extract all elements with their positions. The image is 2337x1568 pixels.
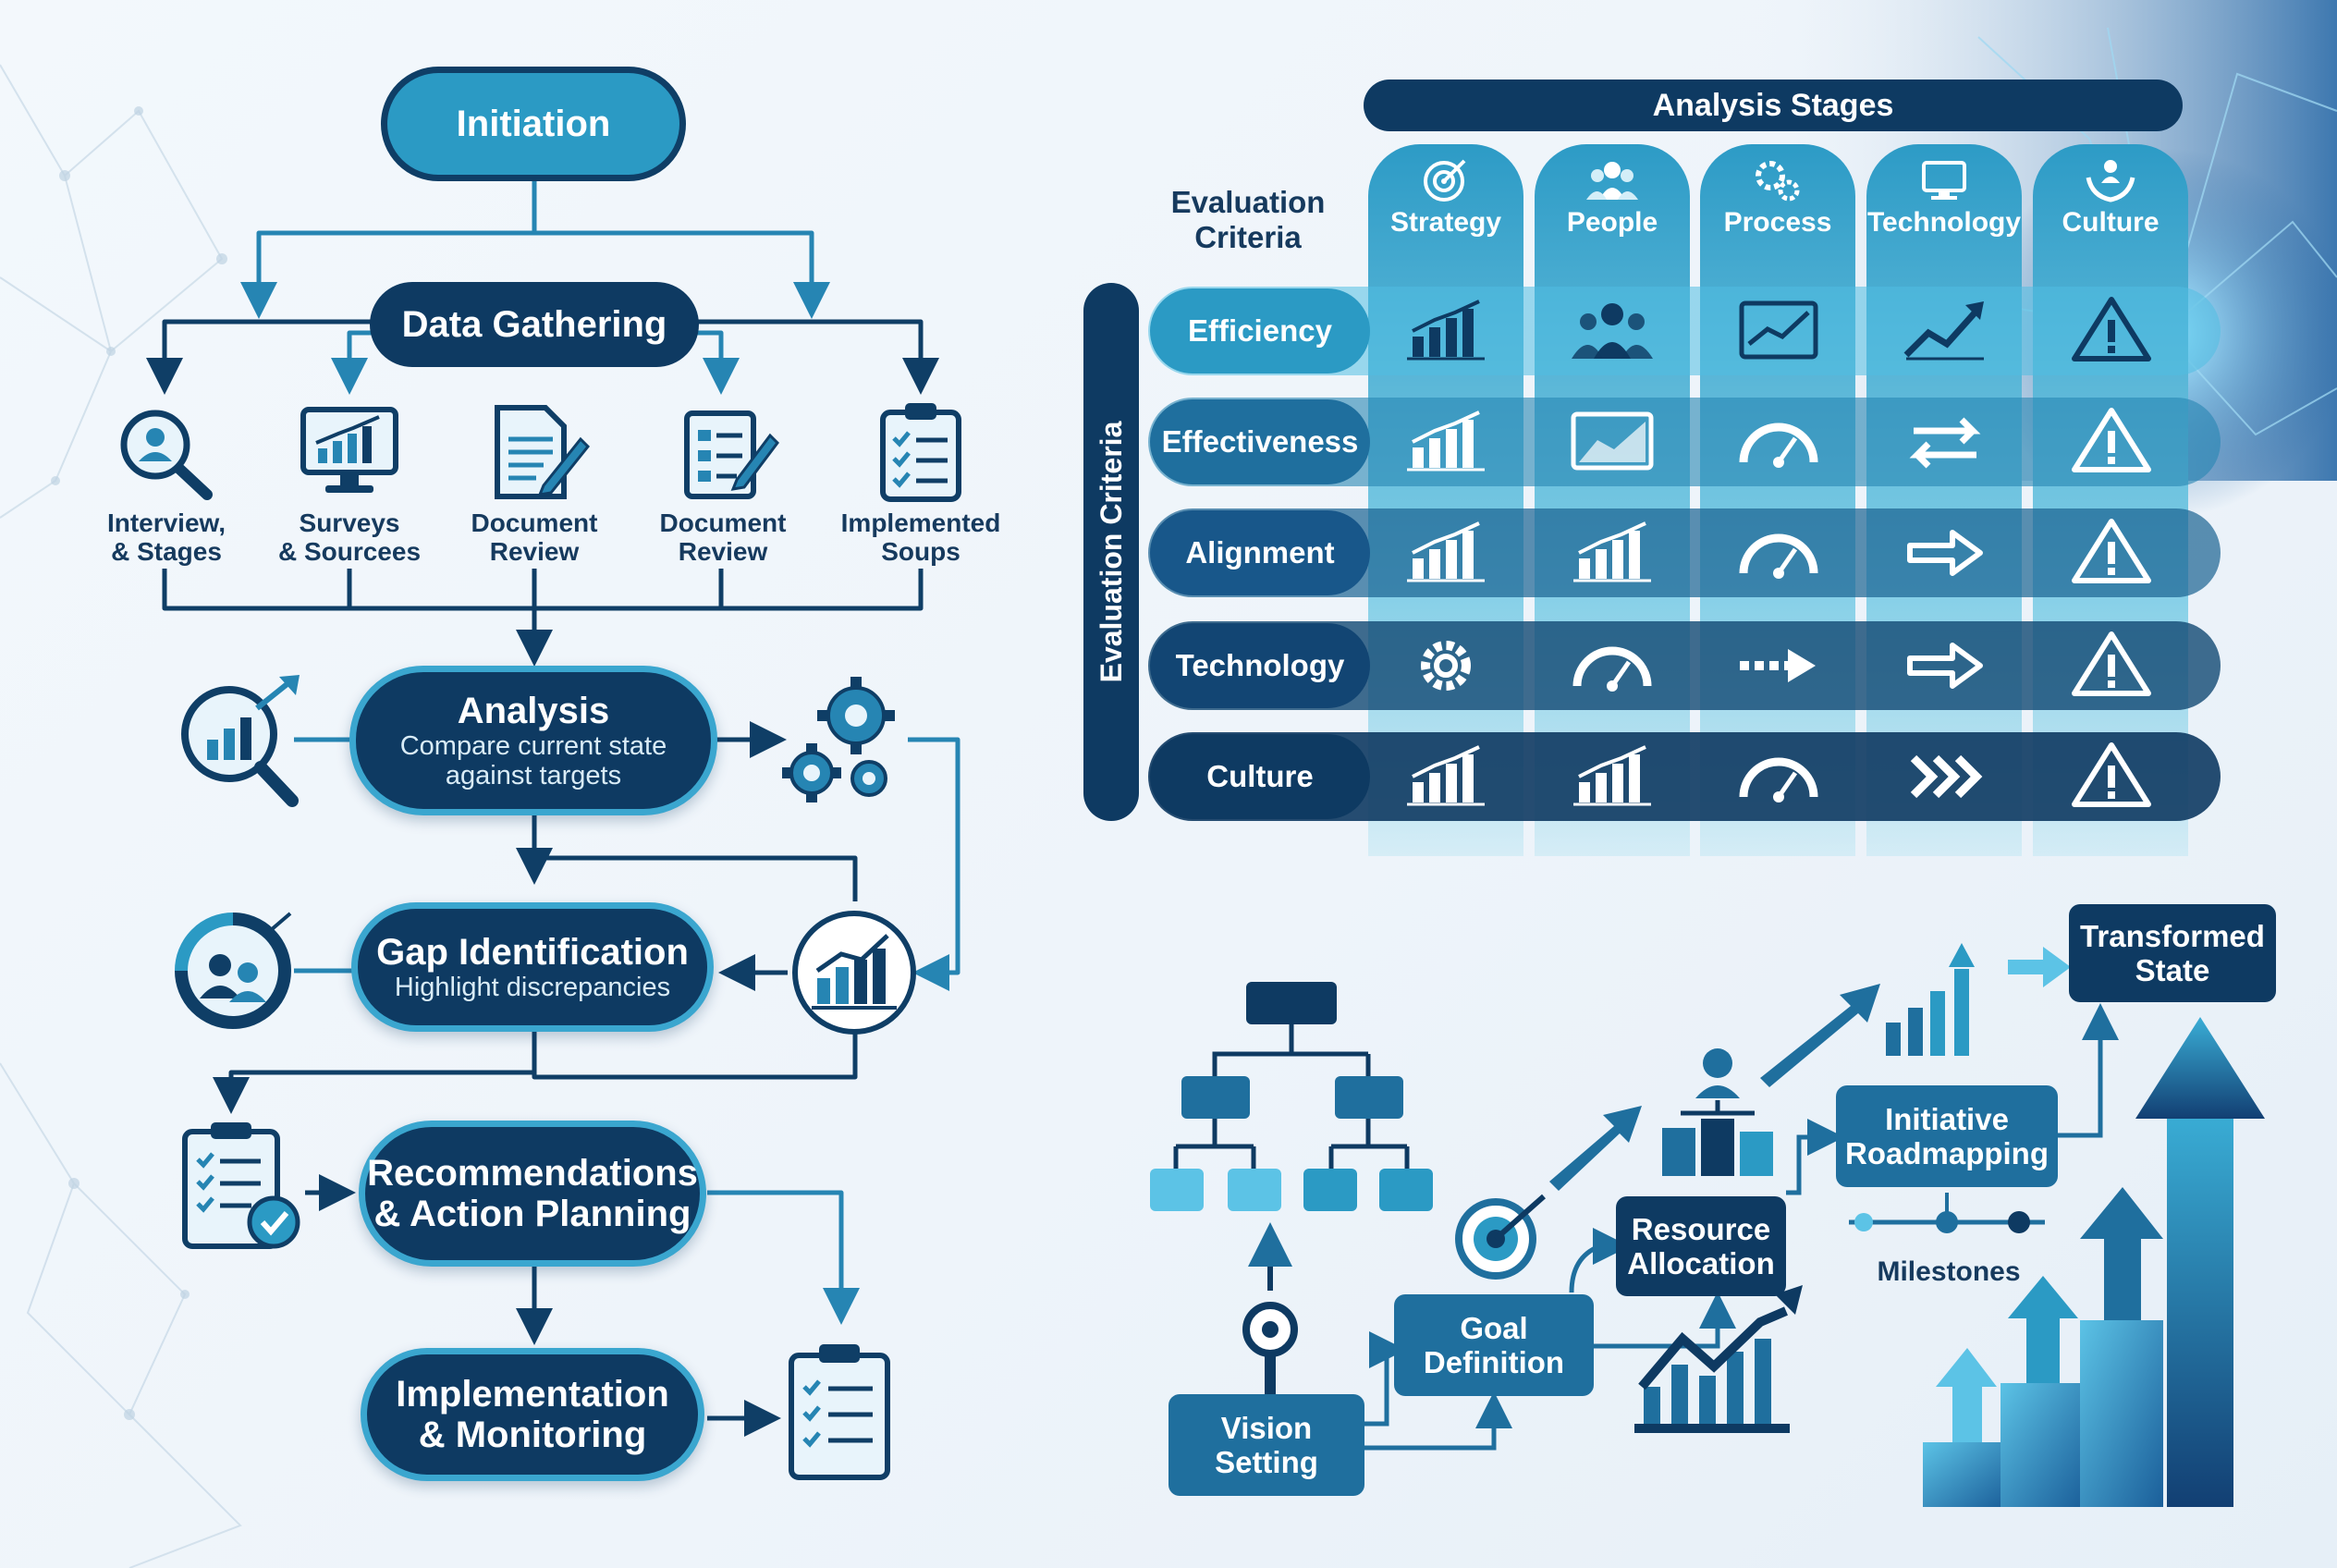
warning-icon — [2072, 408, 2151, 472]
source-label-1: Interview,& Stages — [106, 508, 226, 566]
magnifier-person-icon — [120, 410, 213, 500]
area-chart-icon — [1571, 411, 1654, 471]
analysis-sub1: Compare current state — [399, 731, 667, 761]
document-pen-icon — [495, 405, 590, 499]
warning-icon — [2072, 742, 2151, 807]
monitor-icon — [1922, 161, 1966, 200]
chart-circle-icon — [792, 911, 916, 1035]
milestones-label: Milestones — [1877, 1256, 2021, 1287]
row-label-alignment[interactable]: Alignment — [1150, 510, 1370, 595]
clipboard-check-icon — [182, 1122, 300, 1249]
analysis-stages-banner: Analysis Stages — [1364, 80, 2183, 131]
gap-identification-node[interactable]: Gap Identification Highlight discrepanci… — [351, 902, 714, 1032]
gear-icon — [1421, 641, 1471, 691]
clipboard-monitoring-icon — [789, 1344, 890, 1480]
row-label-culture[interactable]: Culture — [1150, 734, 1370, 819]
trend-up-icon — [1903, 301, 1984, 361]
people-donut-icon — [175, 912, 292, 1029]
criteria-header: Evaluation Criteria — [1170, 185, 1326, 254]
data-gathering-label: Data Gathering — [401, 304, 667, 345]
row-label-effectiveness[interactable]: Effectiveness — [1150, 399, 1370, 484]
document-edit-icon — [684, 410, 779, 499]
clipboard-checklist-icon — [880, 403, 961, 502]
analysis-magnifier-icon — [181, 675, 300, 807]
people-group-icon — [1572, 303, 1653, 359]
row-label-efficiency[interactable]: Efficiency — [1150, 288, 1370, 374]
gears-small-icon — [1756, 161, 1800, 202]
bar-chart-icon — [1407, 300, 1485, 361]
column-label-strategy: Strategy — [1389, 207, 1502, 238]
key-pin-icon — [1242, 1302, 1298, 1396]
gap-title: Gap Identification — [376, 932, 689, 973]
target-goal-icon — [1455, 1194, 1546, 1280]
bar-chart-icon — [1573, 745, 1651, 806]
trend-chart-icon — [1634, 1285, 1803, 1433]
initiation-node[interactable]: Initiation — [381, 67, 686, 181]
analysis-node[interactable]: Analysis Compare current state against t… — [349, 666, 717, 815]
recommendations-line1: Recommendations — [367, 1153, 698, 1194]
bar-chart-icon — [1573, 521, 1651, 582]
implementation-line2: & Monitoring — [418, 1415, 647, 1455]
resource-people-icon — [1662, 1048, 1773, 1176]
implementation-line1: Implementation — [396, 1374, 669, 1415]
growth-staircase — [1923, 1017, 2265, 1507]
gap-sub: Highlight discrepancies — [394, 973, 671, 1002]
line-chart-icon — [1739, 300, 1818, 360]
warning-icon — [2072, 297, 2151, 361]
gauge-icon — [1572, 646, 1652, 692]
milestones-timeline — [1849, 1193, 2045, 1233]
bar-chart-icon — [1407, 410, 1485, 472]
gauge-icon — [1739, 423, 1818, 468]
warning-icon — [2072, 631, 2151, 696]
initiation-label: Initiation — [456, 104, 611, 144]
column-label-people: People — [1566, 207, 1658, 238]
analysis-sub2: against targets — [445, 761, 622, 790]
chevrons-icon — [1910, 754, 1983, 799]
row-label-technology[interactable]: Technology — [1150, 623, 1370, 708]
recommendations-line2: & Action Planning — [373, 1194, 691, 1234]
gauge-icon — [1739, 533, 1818, 579]
gears-icon — [782, 677, 895, 802]
bar-chart-icon — [1407, 745, 1485, 806]
arrow-right-icon — [1907, 643, 1983, 689]
warning-icon — [2072, 519, 2151, 583]
recommendations-node[interactable]: Recommendations & Action Planning — [359, 1121, 706, 1267]
swap-arrows-icon — [1909, 417, 1981, 469]
people-icon — [1586, 162, 1638, 200]
hands-people-icon — [2086, 160, 2135, 202]
dashed-arrow-icon — [1740, 649, 1816, 682]
column-label-culture: Culture — [2062, 207, 2160, 238]
org-chart-icon — [1150, 982, 1433, 1211]
growth-bars-icon — [1886, 943, 1975, 1056]
target-icon — [1424, 159, 1466, 202]
gauge-icon — [1739, 757, 1818, 802]
bar-chart-icon — [1407, 521, 1485, 582]
column-label-process: Process — [1723, 207, 1832, 238]
monitor-chart-icon — [300, 407, 398, 493]
source-label-2: Surveys& Sourcees — [277, 508, 422, 566]
data-gathering-node[interactable]: Data Gathering — [370, 282, 699, 367]
arrow-right-icon — [1907, 530, 1983, 576]
implementation-node[interactable]: Implementation & Monitoring — [361, 1348, 704, 1481]
analysis-title: Analysis — [457, 691, 610, 731]
side-bar — [1083, 283, 1139, 821]
column-label-technology: Technology — [1866, 207, 2022, 238]
banner-label: Analysis Stages — [1652, 87, 1894, 123]
